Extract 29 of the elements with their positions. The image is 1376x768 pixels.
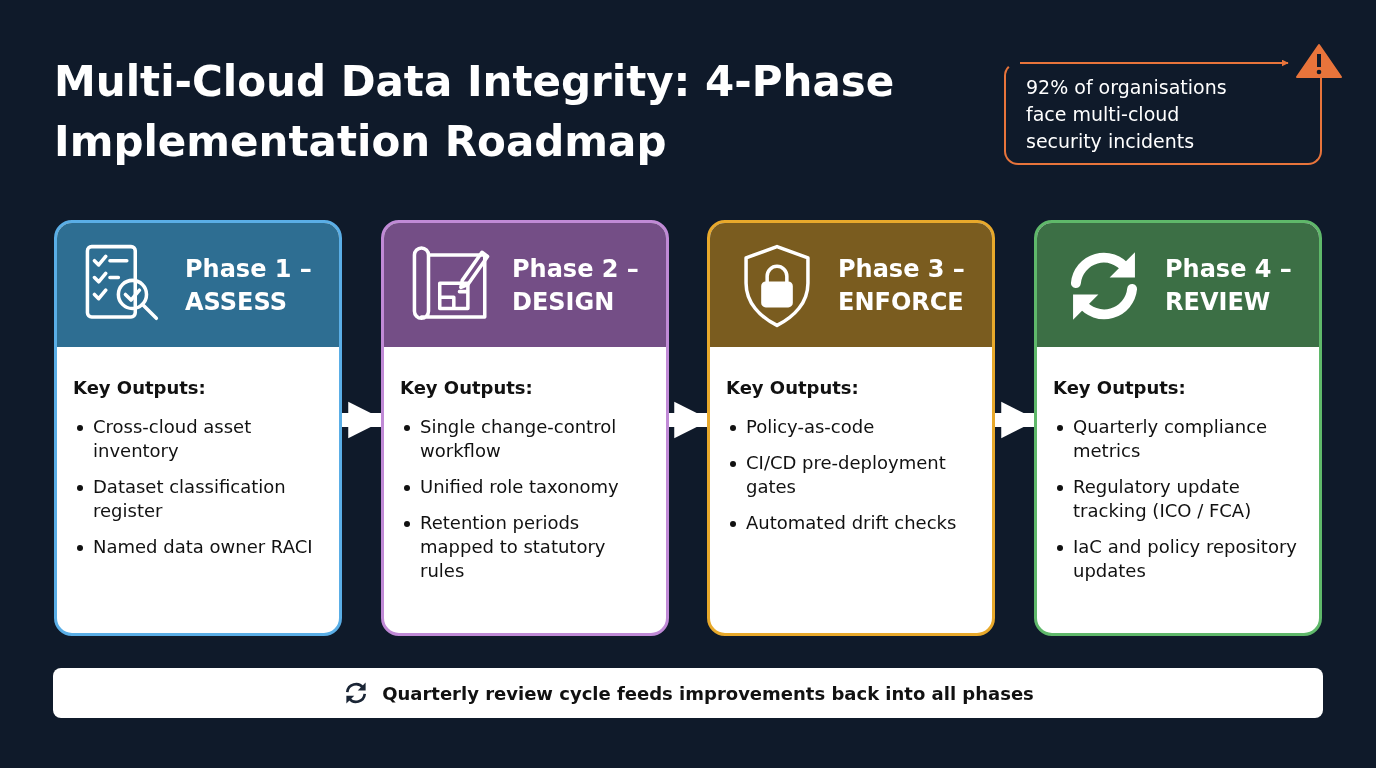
arrow	[1019, 59, 1289, 67]
phase-title: Phase 2 – DESIGN	[512, 254, 640, 318]
bullet-item: Retention periods mapped to statutory rules	[420, 512, 606, 581]
bullet-item: Cross-cloud asset inventory	[93, 416, 252, 461]
phase-title: Phase 1 – ASSESS	[185, 254, 313, 318]
phase-card	[381, 220, 669, 636]
section-heading: Key Outputs:	[726, 377, 859, 398]
bullet-item: Automated drift checks	[746, 512, 957, 533]
bullet-item: CI/CD pre-deployment gates	[746, 452, 946, 497]
phase-card	[1034, 220, 1322, 636]
bullet-item: Named data owner RACI	[93, 536, 313, 557]
bullet-item: IaC and policy repository updates	[1073, 536, 1297, 581]
note-text: Quarterly review cycle feeds improvements back into all phases	[382, 682, 1034, 704]
phase-title: Phase 3 – ENFORCE	[838, 254, 966, 318]
bullet-item: Single change-control workflow	[420, 416, 617, 461]
phase-title: Phase 4 – REVIEW	[1165, 254, 1293, 318]
section-heading: Key Outputs:	[1053, 377, 1186, 398]
phase-card	[54, 220, 342, 636]
bullet-item: Policy-as-code	[746, 416, 875, 437]
bullet-item: Regulatory update tracking (ICO / FCA)	[1073, 476, 1252, 521]
phase-card	[707, 220, 995, 636]
section-heading: Key Outputs:	[73, 377, 206, 398]
statistic-text: 92% of organisations face multi-cloud security incidents	[1026, 75, 1228, 154]
title: Multi-Cloud Data Integrity: 4-Phase Implementation Roadmap	[54, 56, 896, 168]
bullet-item: Dataset classification register	[93, 476, 286, 521]
section-heading: Key Outputs:	[400, 377, 533, 398]
bullet-item: Unified role taxonomy	[420, 476, 619, 497]
note-banner	[53, 668, 1323, 718]
bullet-item: Quarterly compliance metrics	[1073, 416, 1268, 461]
